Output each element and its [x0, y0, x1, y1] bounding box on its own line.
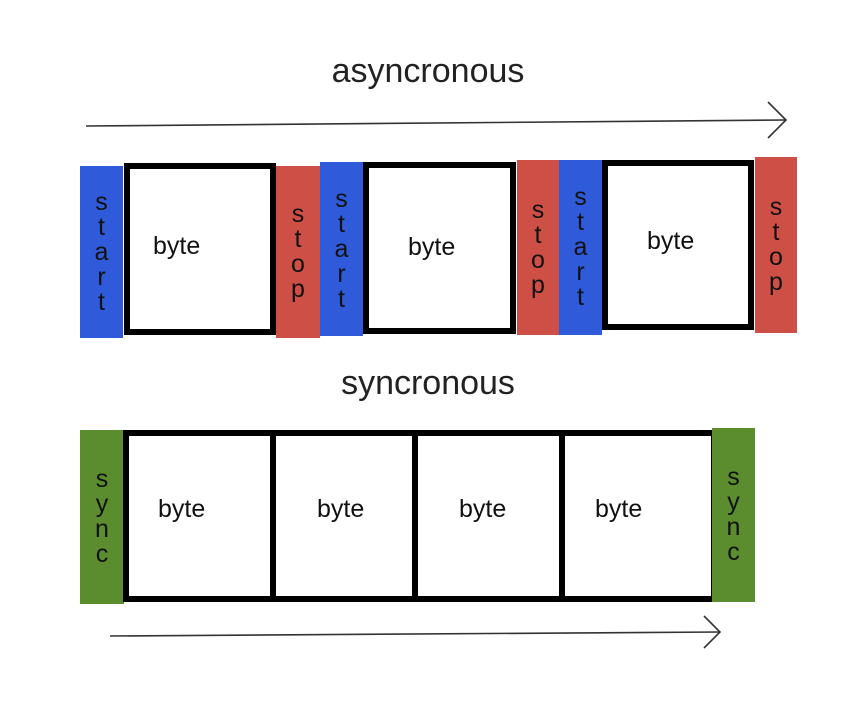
bar-letter: c: [727, 538, 740, 566]
sync-arrow: [109, 615, 722, 649]
sync-title: syncronous: [341, 364, 515, 402]
bar-letter: r: [576, 258, 585, 286]
bar-letter: t: [98, 212, 105, 241]
bar-letter: t: [772, 218, 780, 246]
async-title: asyncronous: [331, 52, 525, 90]
bar-letter: a: [94, 237, 109, 266]
sync-divider-1: [270, 430, 276, 602]
bar-letter: y: [95, 490, 109, 518]
bar-letter: t: [577, 283, 584, 311]
bar-letter: s: [531, 195, 545, 224]
sync-byte-3-label: byte: [459, 495, 507, 523]
bar-letter: y: [727, 488, 740, 516]
bar-letter: t: [338, 284, 345, 313]
bar-letter: p: [291, 275, 305, 303]
bar-letter: t: [577, 208, 584, 236]
async-byte-1: [124, 163, 276, 335]
async-byte-3-label: byte: [647, 227, 695, 255]
async-byte-2-label: byte: [408, 233, 456, 261]
async-arrow: [85, 101, 788, 139]
bar-letter: s: [574, 183, 587, 211]
async-byte-2: [363, 162, 516, 334]
bar-letter: a: [334, 234, 349, 263]
bar-letter: n: [726, 513, 741, 541]
bar-letter: s: [769, 193, 783, 221]
bar-letter: a: [573, 233, 588, 261]
bar-letter: o: [291, 250, 305, 278]
bar-letter: s: [335, 184, 348, 213]
bar-letter: s: [291, 200, 305, 228]
sync-byte-2-label: byte: [317, 495, 365, 523]
bar-letter: c: [95, 540, 109, 568]
bar-letter: t: [338, 209, 345, 238]
bar-letter: s: [95, 465, 109, 493]
bar-letter: r: [337, 259, 346, 288]
async-byte-3: [602, 160, 754, 330]
sync-byte-1-label: byte: [158, 495, 206, 523]
bar-letter: s: [95, 187, 108, 216]
bar-letter: t: [534, 220, 542, 249]
bar-letter: o: [769, 243, 783, 271]
sync-divider-2: [412, 430, 418, 602]
bar-letter: p: [769, 268, 783, 296]
sync-divider-3: [559, 430, 565, 602]
bar-letter: s: [727, 463, 740, 491]
bar-letter: t: [98, 287, 105, 316]
async-byte-1-label: byte: [153, 232, 201, 260]
bar-letter: p: [531, 270, 545, 299]
bar-letter: n: [95, 515, 109, 543]
bar-letter: r: [97, 262, 106, 291]
bar-letter: t: [294, 225, 302, 253]
bar-letter: o: [531, 245, 545, 274]
sync-byte-4-label: byte: [595, 495, 643, 523]
